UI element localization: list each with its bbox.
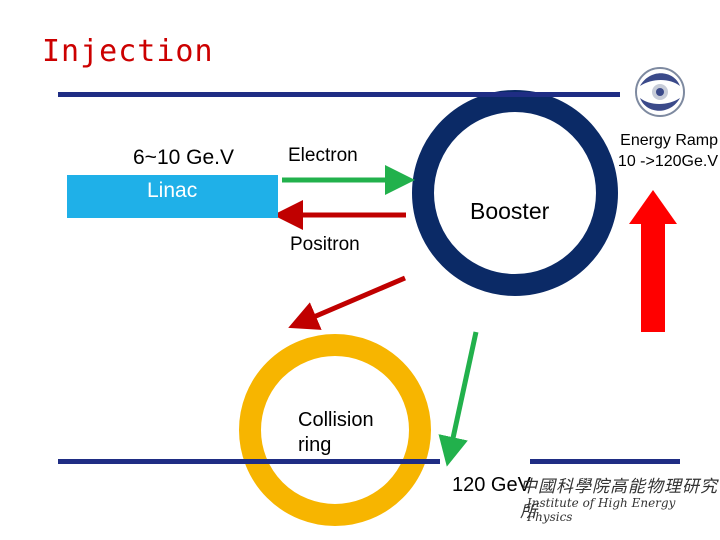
- energy-ramp-label: Energy Ramp 10 ->120Ge.V: [598, 130, 718, 172]
- institute-name-cn: 中國科學院高能物理研究所: [520, 477, 718, 522]
- bottom-rule-right: [530, 459, 680, 464]
- collision-ring: [239, 334, 431, 526]
- extraction-energy-label: 120 GeV: [452, 474, 531, 496]
- positron-label: Positron: [290, 234, 360, 255]
- ramp-arrow-icon: [629, 190, 677, 332]
- top-rule: [58, 92, 620, 97]
- energy-ramp-line1: Energy Ramp: [620, 132, 718, 149]
- slide-title: Injection: [42, 34, 214, 69]
- bottom-rule: [58, 459, 440, 464]
- collision-ring-line2: ring: [298, 434, 332, 456]
- electron-label: Electron: [288, 145, 358, 166]
- transfer-arrow-icon: [288, 275, 406, 330]
- linac-block: Linac: [67, 175, 278, 218]
- booster-label: Booster: [470, 198, 550, 224]
- linac-energy-label: 6~10 Ge.V: [133, 146, 234, 169]
- institute-name-en: Institute of High Energy Physics: [527, 496, 676, 524]
- extraction-arrow-icon: [438, 331, 479, 467]
- collision-ring-line1: Collision: [298, 409, 374, 431]
- linac-label: Linac: [147, 179, 198, 202]
- ihep-logo-icon: [635, 67, 685, 117]
- booster-ring: [412, 90, 618, 296]
- collision-ring-label: Collision ring: [298, 408, 398, 458]
- energy-ramp-line2: 10 ->120Ge.V: [617, 153, 718, 170]
